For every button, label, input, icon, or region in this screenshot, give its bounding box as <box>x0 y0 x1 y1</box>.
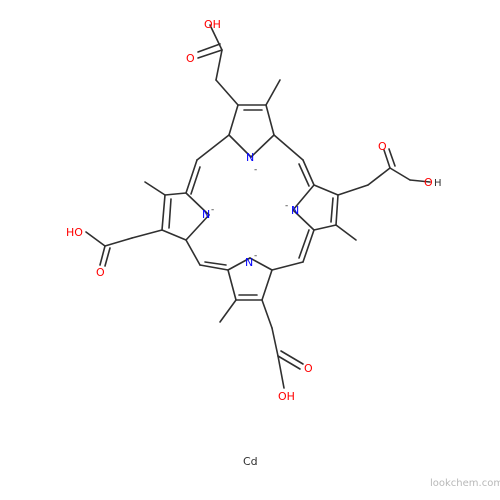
bond <box>99 245 106 266</box>
bond <box>196 134 230 161</box>
bond <box>227 257 251 271</box>
charge-label: - <box>211 205 214 215</box>
atom-labels: N - N - N - N - OH O O O H HO O O OH Cd <box>66 18 442 468</box>
bond <box>197 43 221 53</box>
bond <box>261 269 273 301</box>
atom-label-nitrogen: N <box>202 208 210 221</box>
bond <box>249 257 273 271</box>
bond <box>219 299 237 323</box>
charge-label: - <box>285 201 288 211</box>
bond <box>185 192 210 216</box>
atom-label-oxygen: O <box>304 362 313 375</box>
bond <box>215 79 239 106</box>
bond <box>265 104 275 136</box>
bond <box>261 299 273 329</box>
bond <box>161 229 187 241</box>
bond <box>250 134 275 158</box>
bond <box>337 184 369 196</box>
bond <box>168 198 172 229</box>
bond <box>313 184 339 196</box>
bond <box>383 149 391 169</box>
bond <box>273 134 304 161</box>
atom-label-hydroxyl: OH <box>278 390 295 403</box>
bond <box>265 79 281 106</box>
bond <box>190 166 201 195</box>
bond <box>199 264 229 271</box>
bond <box>185 214 210 241</box>
bond <box>298 229 310 259</box>
bond <box>197 49 223 59</box>
bond <box>335 224 357 241</box>
bond <box>292 184 315 211</box>
atom-label-hydroxyl: HO <box>66 226 83 239</box>
atom-label-hydrogen: H <box>434 178 442 189</box>
charge-label: - <box>254 165 257 175</box>
bond <box>228 134 252 158</box>
bond <box>204 261 227 266</box>
bond <box>292 209 315 231</box>
bond <box>215 49 223 81</box>
bond <box>85 231 106 247</box>
atom-label-nitrogen: N <box>291 204 299 217</box>
bond <box>209 24 223 51</box>
bond <box>271 261 304 271</box>
bond <box>144 181 166 196</box>
atom-label-nitrogen: N <box>245 256 253 269</box>
bond <box>164 192 187 196</box>
bond <box>277 355 301 370</box>
bond <box>185 239 201 266</box>
bond <box>335 194 339 226</box>
bond <box>228 104 239 136</box>
atom-label-oxygen: O <box>96 266 105 279</box>
bond <box>302 229 315 263</box>
bond <box>302 159 315 186</box>
bond <box>227 269 237 301</box>
atom-label-oxygen: O <box>186 52 195 65</box>
bond <box>104 237 133 247</box>
bond <box>185 159 198 194</box>
atom-label-cadmium: Cd <box>243 455 258 468</box>
bond <box>280 350 304 365</box>
bond <box>389 167 411 181</box>
atom-label-hydroxyl: OH <box>204 18 221 31</box>
bond <box>298 163 310 187</box>
watermark: lookchem.com <box>430 478 500 489</box>
bond-group <box>85 24 431 389</box>
atom-label-oxygen: O <box>378 140 387 153</box>
bond <box>131 229 163 239</box>
bond <box>388 148 396 167</box>
bond <box>313 224 337 231</box>
charge-label: - <box>254 251 257 261</box>
bond <box>277 355 285 389</box>
bond <box>367 167 391 186</box>
bond <box>271 327 279 357</box>
atom-label-oxygen: O <box>424 176 433 189</box>
bond <box>409 179 431 183</box>
bond <box>161 194 166 231</box>
atom-label-nitrogen: N <box>246 151 254 164</box>
bond <box>104 247 111 267</box>
bond <box>330 197 334 223</box>
